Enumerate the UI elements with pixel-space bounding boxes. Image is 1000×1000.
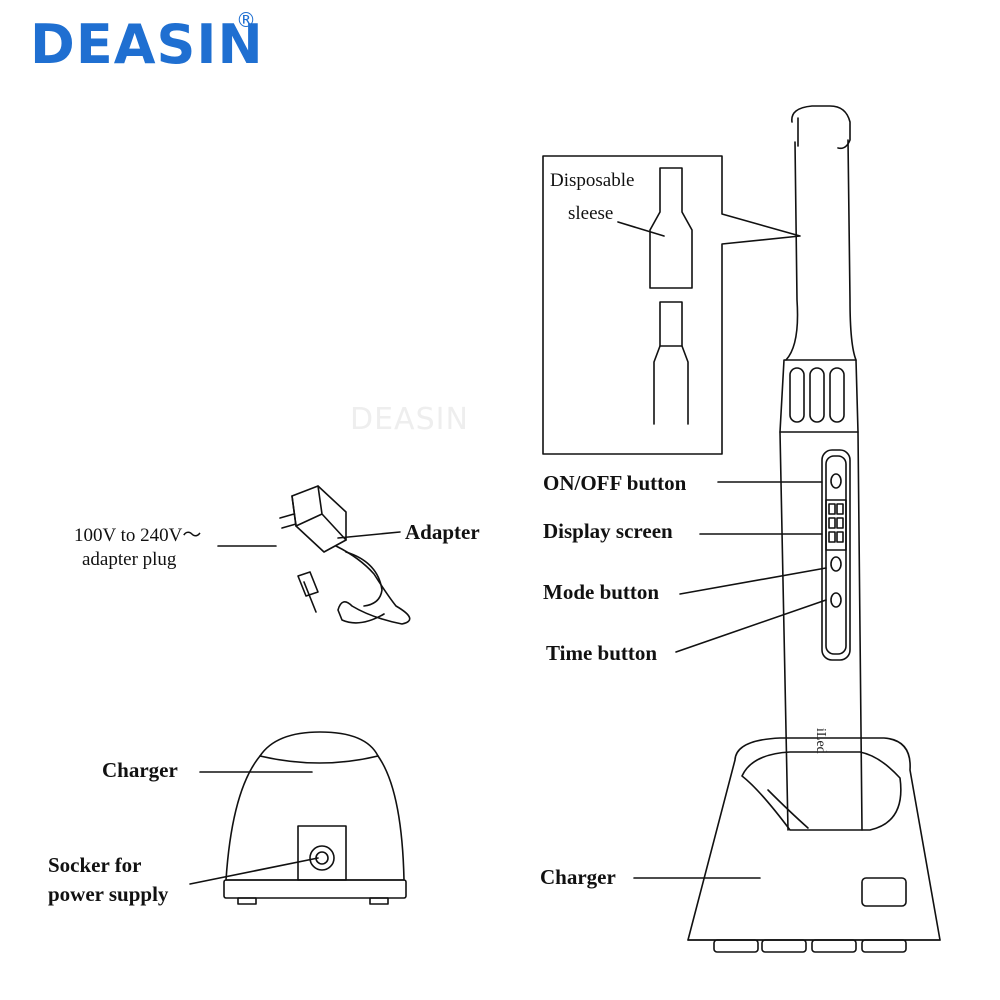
label-time-button: Time button xyxy=(546,641,658,665)
display-screen-drawing xyxy=(825,499,847,551)
label-display-screen: Display screen xyxy=(543,519,673,543)
on-off-button-drawing xyxy=(830,473,842,489)
sleeve-callout-box xyxy=(542,155,801,455)
label-socket-line2: power supply xyxy=(48,882,169,906)
registered-mark: ® xyxy=(236,8,256,32)
power-adapter xyxy=(279,485,411,625)
right-charger-dock xyxy=(687,737,941,953)
mode-button-drawing xyxy=(830,556,842,572)
tip-drawing xyxy=(653,301,689,425)
power-socket-drawing xyxy=(297,825,347,881)
device-brand-text: iLed xyxy=(813,728,828,754)
handpiece-body xyxy=(779,431,863,831)
watermark-text: DEASIN xyxy=(350,402,469,437)
label-adapter-plug-voltage: 100V to 240V～ xyxy=(74,525,202,546)
label-adapter: Adapter xyxy=(405,520,480,544)
label-socket-line1: Socker for xyxy=(48,853,142,877)
sleeve-drawing xyxy=(649,167,693,289)
leader-time xyxy=(675,599,827,653)
leader-mode xyxy=(679,567,827,595)
left-charger xyxy=(223,731,407,905)
label-charger-left: Charger xyxy=(102,758,178,782)
label-disposable: Disposable xyxy=(550,170,635,191)
leader-adapter xyxy=(337,531,401,539)
handpiece-shaft xyxy=(785,139,857,361)
curing-light-handpiece xyxy=(779,105,863,831)
time-button-drawing xyxy=(830,592,842,608)
brand-logo: DEASIN xyxy=(30,13,264,76)
label-charger-right: Charger xyxy=(540,865,616,889)
control-panel xyxy=(821,449,851,661)
handpiece-head xyxy=(791,105,851,150)
dock-display xyxy=(861,877,907,907)
dc-plug xyxy=(297,571,319,613)
leader-socket xyxy=(189,857,319,885)
label-mode-button: Mode button xyxy=(543,580,660,604)
label-on-off-button: ON/OFF button xyxy=(543,471,687,495)
label-sleese: sleese xyxy=(568,203,614,224)
label-adapter-plug: adapter plug xyxy=(82,549,177,570)
